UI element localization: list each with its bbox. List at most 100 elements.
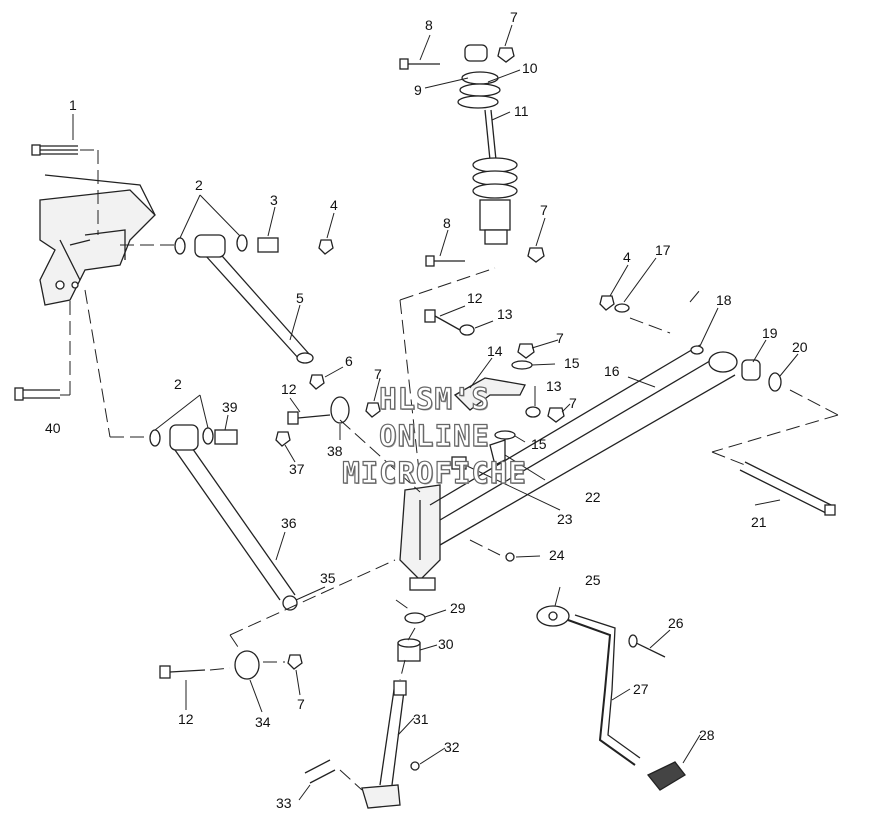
bolt-part-12c	[159, 665, 206, 679]
callout-9: 9	[414, 82, 422, 98]
callout-39: 39	[222, 399, 238, 415]
bolt-part-12a	[424, 309, 461, 331]
callout-7: 7	[297, 696, 305, 712]
callout-36: 36	[281, 515, 297, 531]
callout-7: 7	[556, 330, 564, 346]
fitting-part-32	[410, 761, 420, 771]
bolt-part-8a	[399, 58, 440, 70]
spindle-part	[399, 484, 441, 591]
bolt-part-12b	[287, 411, 331, 425]
bolt-part-40	[14, 387, 60, 401]
callout-27: 27	[633, 681, 649, 697]
callout-37: 37	[289, 461, 305, 477]
nut-part-7f	[287, 654, 303, 670]
nut-part-7a	[497, 47, 515, 63]
callout-17: 17	[655, 242, 671, 258]
callout-31: 31	[413, 711, 429, 727]
callout-13: 13	[546, 378, 562, 394]
callout-2: 2	[195, 177, 203, 193]
callout-2: 2	[174, 376, 182, 392]
callout-10: 10	[522, 60, 538, 76]
trailing-arm-part	[429, 344, 738, 546]
callout-15: 15	[531, 436, 547, 452]
callout-23: 23	[557, 511, 573, 527]
callout-26: 26	[668, 615, 684, 631]
callout-1: 1	[69, 97, 77, 113]
callout-4: 4	[330, 197, 338, 213]
callout-32: 32	[444, 739, 460, 755]
bolt-part-8b	[425, 255, 465, 267]
callout-16: 16	[604, 363, 620, 379]
callout-12: 12	[281, 381, 297, 397]
fitting-part-24	[505, 552, 515, 562]
callout-3: 3	[270, 192, 278, 208]
pedal-part-28	[646, 761, 686, 791]
bushing-part-19	[741, 359, 761, 381]
bushing-part-3	[257, 237, 279, 253]
nut-part-7c	[517, 343, 535, 359]
callout-7: 7	[540, 202, 548, 218]
bushing-part-23	[451, 456, 467, 470]
ring-part-20	[768, 372, 782, 392]
callout-12: 12	[467, 290, 483, 306]
callout-20: 20	[792, 339, 808, 355]
lower-a-arm-part	[149, 424, 298, 611]
callout-14: 14	[487, 343, 503, 359]
callout-7: 7	[569, 395, 577, 411]
callout-33: 33	[276, 795, 292, 811]
callout-34: 34	[255, 714, 271, 730]
ring-part-29	[404, 612, 426, 624]
washer-part-13b	[525, 406, 541, 418]
leader-lines	[72, 24, 799, 801]
callout-8: 8	[425, 17, 433, 33]
pivot-part-25	[536, 605, 570, 627]
spindle-shaft-part-31	[361, 680, 407, 809]
callout-24: 24	[549, 547, 565, 563]
upper-a-arm-part	[174, 234, 314, 364]
callout-21: 21	[751, 514, 767, 530]
callout-12: 12	[178, 711, 194, 727]
callout-4: 4	[623, 249, 631, 265]
guide-lines	[60, 149, 839, 791]
nut-part-4b	[599, 295, 615, 311]
nut-part-37	[275, 431, 291, 447]
callout-38: 38	[327, 443, 343, 459]
nut-part-6	[309, 374, 325, 390]
callout-30: 30	[438, 636, 454, 652]
nut-part-7e	[365, 402, 381, 418]
brake-lever-part-27	[567, 614, 641, 766]
shock-absorber-part	[457, 44, 518, 245]
callout-35: 35	[320, 570, 336, 586]
bolt-part-1	[31, 144, 78, 156]
callout-40: 40	[45, 420, 61, 436]
washer-part-18	[690, 345, 704, 355]
washer-part-15a	[511, 360, 533, 370]
callout-7: 7	[510, 9, 518, 25]
callout-22: 22	[585, 489, 601, 505]
callout-6: 6	[345, 353, 353, 369]
rod-end-part-34	[234, 650, 260, 680]
nut-part-7d	[547, 407, 565, 423]
callout-28: 28	[699, 727, 715, 743]
bushing-part-39	[214, 429, 238, 445]
callout-7: 7	[374, 366, 382, 382]
washer-part-15b	[494, 430, 516, 440]
callout-29: 29	[450, 600, 466, 616]
washer-part-17	[614, 303, 630, 313]
callout-5: 5	[296, 290, 304, 306]
nut-part-7b	[527, 247, 545, 263]
callout-18: 18	[716, 292, 732, 308]
ball-joint-part-22	[489, 439, 506, 466]
rod-end-part-38	[330, 396, 350, 424]
callout-25: 25	[585, 572, 601, 588]
callout-19: 19	[762, 325, 778, 341]
callout-11: 11	[514, 103, 529, 119]
washer-part-13a	[459, 324, 475, 336]
rod-part-26	[628, 634, 666, 658]
tie-rod-part-14	[453, 377, 526, 411]
bolt-part-21	[739, 461, 836, 516]
nut-part-4a	[318, 239, 334, 255]
bushing-part-30	[397, 638, 421, 662]
pin-part-33	[304, 759, 336, 784]
